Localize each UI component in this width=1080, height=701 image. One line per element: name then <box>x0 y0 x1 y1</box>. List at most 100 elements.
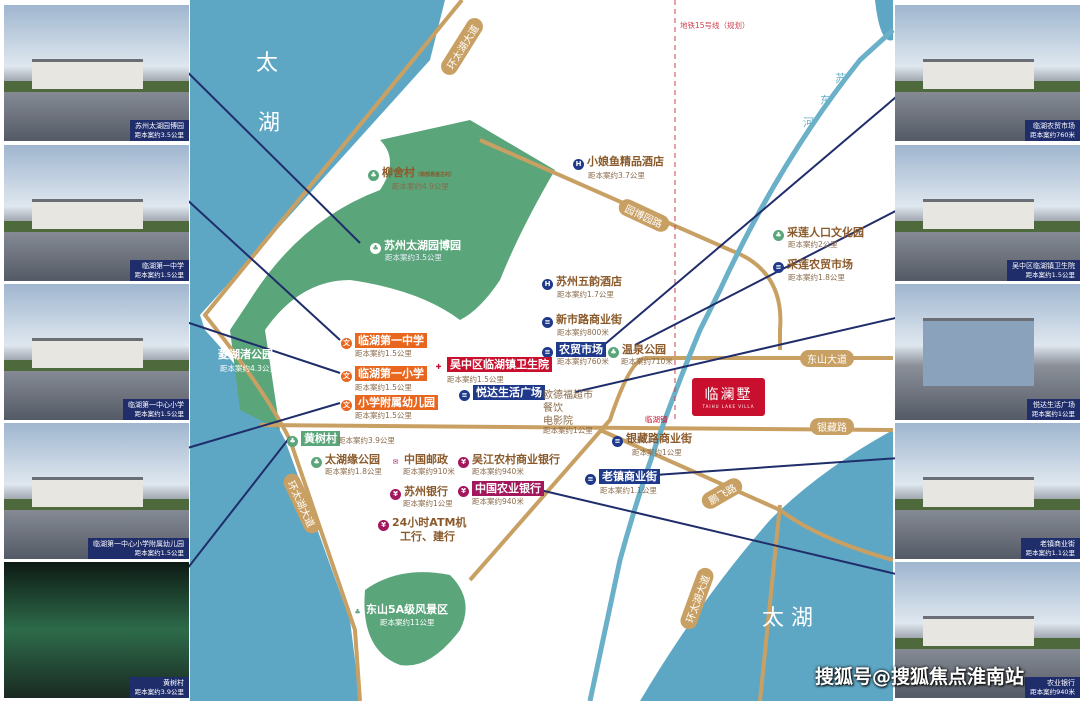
lake-northeast <box>875 0 893 41</box>
poi-old-town-street: ≡老镇商业街 <box>585 468 660 485</box>
photo-yueda-plaza: 悦达生活广场距本案约1公里 <box>895 284 1080 420</box>
lake-label: 太 <box>256 51 279 76</box>
river-label: 东 <box>820 94 831 107</box>
poi-distance: 距本案约4.3公里 <box>220 364 277 373</box>
poi-middle-school: 文临湖第一中学 <box>341 332 427 349</box>
photo-caption: 临湖第一中心小学距本案约1.5公里 <box>123 399 189 420</box>
poi-taihuyuan-park: ♣太湖缘公园 <box>311 451 380 468</box>
park-icon: ♣ <box>352 607 363 618</box>
shop-icon: ≡ <box>585 474 596 485</box>
bank-icon: ¥ <box>458 457 469 468</box>
poi-suzhou-bank: ¥苏州银行 <box>390 483 448 500</box>
photo-huangshu-village: 黄树村距本案约3.9公里 <box>4 562 189 698</box>
photo-primary-school: 临湖第一中心小学距本案约1.5公里 <box>4 284 189 420</box>
hotel-icon: H <box>573 159 584 170</box>
photo-middle-school: 临湖第一中学距本案约1.5公里 <box>4 145 189 281</box>
poi-distance: 距本案约11公里 <box>380 618 435 627</box>
watermark: 搜狐号@搜狐焦点淮南站 <box>815 666 1025 688</box>
poi-extra: 餐饮 <box>543 403 563 414</box>
road-label: 东山大道 <box>800 350 854 367</box>
poi-primary-school: 文临湖第一小学 <box>341 365 427 382</box>
photo-old-town-street: 老镇商业街距本案约1.1公里 <box>895 423 1080 559</box>
poi-distance: 距本案约3.5公里 <box>385 253 442 262</box>
poi-liushe-village: ♣柳舍村（南部悬崖古村） <box>368 164 455 181</box>
river-label: 河 <box>803 116 814 129</box>
photo-caption: 农业银行距本案约940米 <box>1025 677 1080 698</box>
bank-icon: ¥ <box>458 486 469 497</box>
poi-distance: 距本案约1公里 <box>403 499 453 508</box>
poi-distance: 距本案约1.5公里 <box>355 383 412 392</box>
poi-distance: 距本案约1.8公里 <box>325 467 382 476</box>
hotel-icon: H <box>542 279 553 290</box>
photo-yuanboyuan: 苏州太湖园博园距本案约3.5公里 <box>4 5 189 141</box>
photo-caption: 黄树村距本案约3.9公里 <box>129 677 189 698</box>
poi-wujiang-bank: ¥吴江农村商业银行 <box>458 451 560 468</box>
shop-icon: ≡ <box>542 317 553 328</box>
park-icon: ♣ <box>368 170 379 181</box>
poi-yueda-plaza: ≡悦达生活广场 <box>459 384 545 401</box>
poi-china-post: ✉中国邮政 <box>390 451 448 468</box>
park-icon: ♣ <box>608 347 619 358</box>
green-area <box>230 120 555 430</box>
poi-cailian-culture-park: ♣采莲人口文化园 <box>773 224 864 241</box>
school-icon: 文 <box>341 400 352 411</box>
park-icon: ♣ <box>311 457 322 468</box>
poi-hot-spring-park: ♣温泉公园 <box>608 341 666 358</box>
poi-distance: 距本案约1.1公里 <box>600 486 657 495</box>
photo-kindergarten: 临湖第一中心小学附属幼儿园距本案约1.5公里 <box>4 423 189 559</box>
bank-icon: ¥ <box>390 489 401 500</box>
poi-distance: 距本案约710米 <box>621 357 673 366</box>
park-icon: ♣ <box>370 243 381 254</box>
poi-distance: 距本案约2公里 <box>788 240 838 249</box>
poi-distance: 距本案约910米 <box>403 467 455 476</box>
poi-distance: 距本案约1公里 <box>632 448 682 457</box>
photo-caption: 临湖农贸市场距本案约760米 <box>1025 120 1080 141</box>
road-label: 银藏路 <box>810 418 854 435</box>
poi-xinshi-street: ≡新市路商业街 <box>542 311 622 328</box>
lake-label: 湖 <box>258 111 281 136</box>
shop-icon: ≡ <box>773 262 784 273</box>
poi-distance: 距本案约4.9公里 <box>392 182 449 191</box>
poi-distance: 距本案约800米 <box>557 328 609 337</box>
photo-caption: 老镇商业街距本案约1.1公里 <box>1020 538 1080 559</box>
poi-distance: 距本案约1.8公里 <box>788 273 845 282</box>
poi-huangshu-village: ♣黄树村 <box>287 430 340 447</box>
shop-icon: ≡ <box>459 390 470 401</box>
green-dongshan <box>364 572 466 666</box>
photo-caption: 吴中区临湖镇卫生院距本案约1.5公里 <box>1007 260 1080 281</box>
poi-yuanboyuan: ♣苏州太湖园博园 <box>370 237 461 254</box>
park-icon: ♣ <box>287 436 298 447</box>
poi-yincang-street: ≡银藏路商业街 <box>612 430 692 447</box>
poi-agri-bank: ¥中国农业银行 <box>458 480 544 497</box>
photo-caption: 悦达生活广场距本案约1公里 <box>1026 399 1080 420</box>
poi-distance: 距本案约1.5公里 <box>447 375 504 384</box>
lake-west <box>190 0 445 701</box>
poi-kindergarten: 文小学附属幼儿园 <box>341 394 438 411</box>
poi-distance: 距本案约3.9公里 <box>338 436 395 445</box>
poi-distance: 距本案约1.7公里 <box>557 290 614 299</box>
photo-agri-bank: 农业银行距本案约940米 <box>895 562 1080 698</box>
poi-extra: 工行、建行 <box>400 530 455 543</box>
photo-caption: 临湖第一中心小学附属幼儿园距本案约1.5公里 <box>88 538 189 559</box>
poi-cailian-market: ≡采莲农贸市场 <box>773 256 853 273</box>
town-marker: 临湖镇 <box>645 415 668 424</box>
shop-icon: ≡ <box>542 347 553 358</box>
poi-distance: 距本案约1公里 <box>543 426 593 435</box>
poi-atm: ¥24小时ATM机 <box>378 514 466 531</box>
photo-health-center: 吴中区临湖镇卫生院距本案约1.5公里 <box>895 145 1080 281</box>
lake-southeast <box>640 430 893 701</box>
school-icon: 文 <box>341 371 352 382</box>
poi-distance: 距本案约940米 <box>472 467 524 476</box>
hospital-icon: ✚ <box>435 363 442 371</box>
park-icon: ♣ <box>773 230 784 241</box>
post-icon: ✉ <box>392 458 399 466</box>
poi-distance: 距本案约760米 <box>557 357 609 366</box>
lake-label: 太 湖 <box>762 606 813 631</box>
photo-caption: 临湖第一中学距本案约1.5公里 <box>129 260 189 281</box>
shop-icon: ≡ <box>612 436 623 447</box>
photo-farmers-market: 临湖农贸市场距本案约760米 <box>895 5 1080 141</box>
poi-dongshan-scenic: ♣东山5A级风景区 <box>352 601 448 618</box>
